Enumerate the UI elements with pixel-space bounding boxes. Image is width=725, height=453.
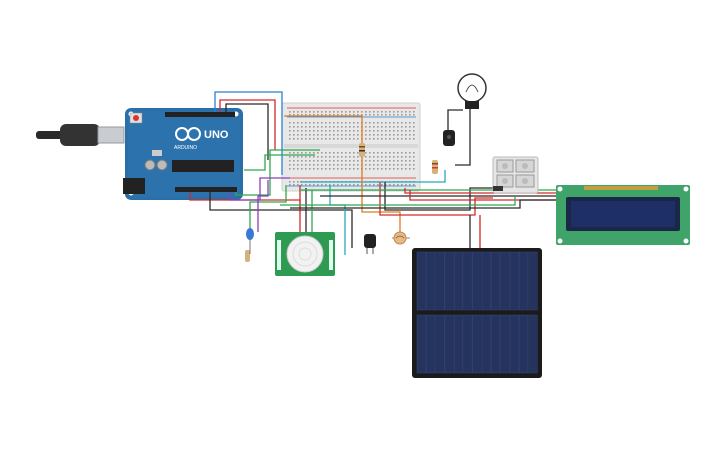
wire-red-right: [379, 182, 493, 216]
solar-cell: [519, 314, 529, 374]
wire-red-top: [219, 99, 276, 150]
solar-panel[interactable]: [412, 248, 542, 378]
solar-cell: [509, 251, 519, 311]
wire-black-lcd2: [290, 199, 560, 209]
wire-black-1: [209, 192, 353, 248]
solar-cell: [463, 251, 473, 311]
solar-cell: [472, 251, 482, 311]
lcd-16x2[interactable]: [556, 185, 690, 245]
arduino-uno-board[interactable]: UNO ARDUINO: [123, 108, 243, 200]
wire-purple-led: [257, 180, 269, 232]
solar-cell: [426, 251, 436, 311]
wire-purple-1: [229, 177, 290, 201]
wire-black-lamp2: [455, 108, 471, 166]
wire-orange-top: [284, 115, 363, 150]
solar-cell: [454, 314, 464, 374]
solar-cell: [528, 314, 538, 374]
solar-cell: [500, 314, 510, 374]
arduino-logo: [175, 127, 201, 141]
solar-cell: [463, 314, 473, 374]
photoresistor[interactable]: [392, 231, 410, 245]
solar-cell: [444, 251, 454, 311]
solar-cell: [481, 251, 491, 311]
transistor-lamp[interactable]: [443, 130, 455, 146]
wires: [189, 91, 560, 255]
relay-module[interactable]: [492, 156, 539, 194]
solar-cell: [454, 251, 464, 311]
wire-orange-ldr: [361, 150, 401, 232]
wire-teal-2: [300, 170, 446, 183]
led-blue[interactable]: [246, 228, 254, 254]
wire-blue-top: [214, 91, 283, 175]
solar-cell: [426, 314, 436, 374]
light-bulb[interactable]: [457, 73, 487, 109]
solar-cell: [500, 251, 510, 311]
wire-green-lcd2: [280, 196, 516, 206]
solar-cell: [491, 314, 501, 374]
solar-cell: [519, 251, 529, 311]
solar-cell: [416, 251, 426, 311]
transistor[interactable]: [364, 234, 376, 254]
solar-cell: [444, 314, 454, 374]
usb-cable: [36, 124, 125, 146]
solar-cell: [435, 314, 445, 374]
arduino-text: ARDUINO: [174, 145, 197, 151]
breadboard[interactable]: [281, 102, 421, 192]
solar-cell: [416, 314, 426, 374]
solar-cell: [528, 251, 538, 311]
wire-black-right: [384, 182, 493, 211]
wire-red-lcd2: [409, 190, 560, 201]
solar-cell: [435, 251, 445, 311]
pir-sensor[interactable]: [275, 232, 335, 276]
resistor-2[interactable]: [432, 160, 438, 174]
wire-green-1: [235, 149, 320, 196]
uno-label: UNO: [204, 129, 229, 141]
solar-cell: [472, 314, 482, 374]
solar-cell: [509, 314, 519, 374]
wire-green-led: [249, 185, 287, 232]
resistor-led[interactable]: [245, 250, 250, 262]
solar-cell: [491, 251, 501, 311]
wire-green-2: [244, 154, 315, 171]
solar-cell: [481, 314, 491, 374]
wire-black-top: [225, 103, 269, 160]
resistor[interactable]: [359, 143, 365, 157]
